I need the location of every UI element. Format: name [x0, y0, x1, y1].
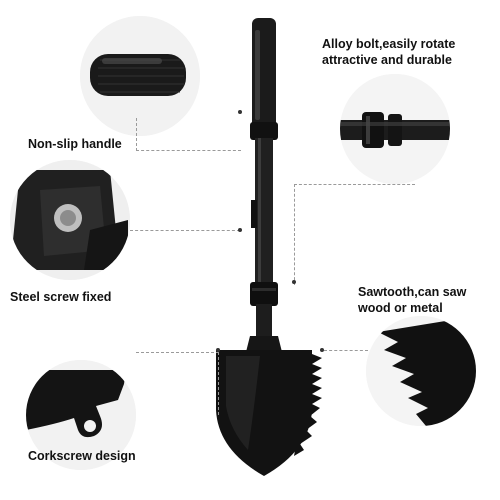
handle-detail-circle — [80, 16, 200, 136]
corkscrew-label: Corkscrew design — [28, 449, 136, 463]
alloy-bolt-label: Alloy bolt,easily rotate attractive and … — [322, 36, 455, 68]
handle-leader-line — [136, 118, 241, 151]
corkscrew-leader-dot — [216, 348, 220, 352]
alloy-bolt-icon — [340, 74, 450, 184]
sawtooth-detail-circle — [366, 316, 476, 426]
screw-leader-line — [130, 230, 240, 231]
bolt-leader-dot — [292, 280, 296, 284]
steel-screw-label: Steel screw fixed — [10, 290, 112, 304]
handle-grip-icon — [80, 16, 200, 136]
shovel-icon — [216, 18, 322, 476]
non-slip-handle-label: Non-slip handle — [28, 137, 122, 151]
bolt-detail-circle — [340, 74, 450, 184]
sawtooth-label: Sawtooth,can saw wood or metal — [358, 284, 466, 316]
bolt-leader-line — [294, 184, 415, 285]
handle-leader-dot — [238, 110, 242, 114]
sawtooth-label-line1: Sawtooth,can saw — [358, 285, 467, 299]
sawtooth-icon — [366, 316, 476, 426]
sawtooth-leader-line — [324, 350, 368, 351]
steel-screw-icon — [10, 160, 130, 280]
alloy-bolt-label-line1: Alloy bolt,easily rotate — [322, 37, 456, 51]
corkscrew-leader-line — [136, 352, 219, 415]
corkscrew-detail-circle — [26, 360, 136, 470]
sawtooth-leader-dot — [320, 348, 324, 352]
alloy-bolt-label-line2: attractive and durable — [322, 53, 452, 67]
screw-detail-circle — [10, 160, 130, 280]
screw-leader-dot — [238, 228, 242, 232]
corkscrew-icon — [26, 360, 136, 470]
sawtooth-label-line2: wood or metal — [358, 301, 443, 315]
